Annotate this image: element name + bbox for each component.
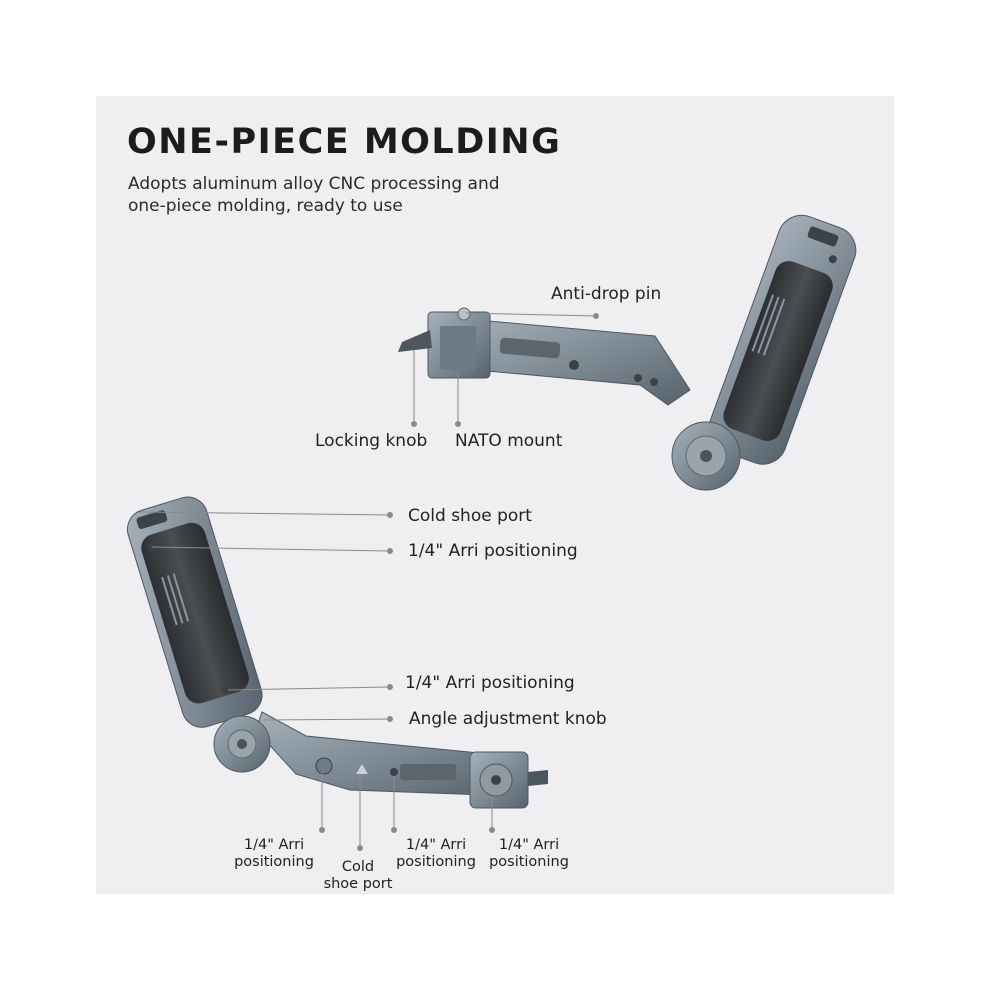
label-bottom-arri-3: 1/4" Arri positioning (487, 837, 571, 871)
label-anti-drop-pin: Anti-drop pin (551, 284, 662, 304)
label-cold-shoe-port: Cold shoe port (408, 506, 532, 526)
label-bottom-arri-3-line-2: positioning (489, 854, 569, 870)
label-bottom-arri-1-line-2: positioning (234, 854, 314, 870)
label-bottom-arri-1: 1/4" Arri positioning (232, 837, 316, 871)
label-bottom-cold-line-1: Cold (341, 859, 375, 875)
page-title: ONE-PIECE MOLDING (127, 122, 562, 162)
label-bottom-arri-3-line-1: 1/4" Arri (498, 837, 560, 853)
label-bottom-cold-shoe: Cold shoe port (318, 859, 398, 893)
top-angle-knob (671, 421, 741, 491)
label-arri-positioning-2: 1/4" Arri positioning (405, 673, 575, 693)
bottom-angle-knob (213, 715, 271, 773)
label-bottom-arri-2-line-2: positioning (396, 854, 476, 870)
leader-lines (139, 312, 599, 851)
locking-knob-shape (398, 330, 432, 352)
label-bottom-arri-2-line-1: 1/4" Arri (405, 837, 467, 853)
nato-mount-shape (427, 307, 491, 379)
subtitle-line-1: Adopts aluminum alloy CNC processing and (128, 174, 500, 194)
bottom-grip (126, 496, 263, 728)
label-bottom-arri-1-line-1: 1/4" Arri (243, 837, 305, 853)
label-angle-adjustment-knob: Angle adjustment knob (409, 709, 607, 729)
label-nato-mount: NATO mount (455, 431, 563, 451)
top-handle-assembly (398, 214, 857, 491)
label-locking-knob: Locking knob (315, 431, 428, 451)
label-arri-positioning-1: 1/4" Arri positioning (408, 541, 578, 561)
bottom-arm (255, 711, 548, 809)
subtitle-line-2: one-piece molding, ready to use (128, 196, 403, 216)
bottom-handle-assembly (126, 496, 548, 809)
label-bottom-arri-2: 1/4" Arri positioning (394, 837, 478, 871)
label-bottom-cold-line-2: shoe port (323, 876, 393, 892)
